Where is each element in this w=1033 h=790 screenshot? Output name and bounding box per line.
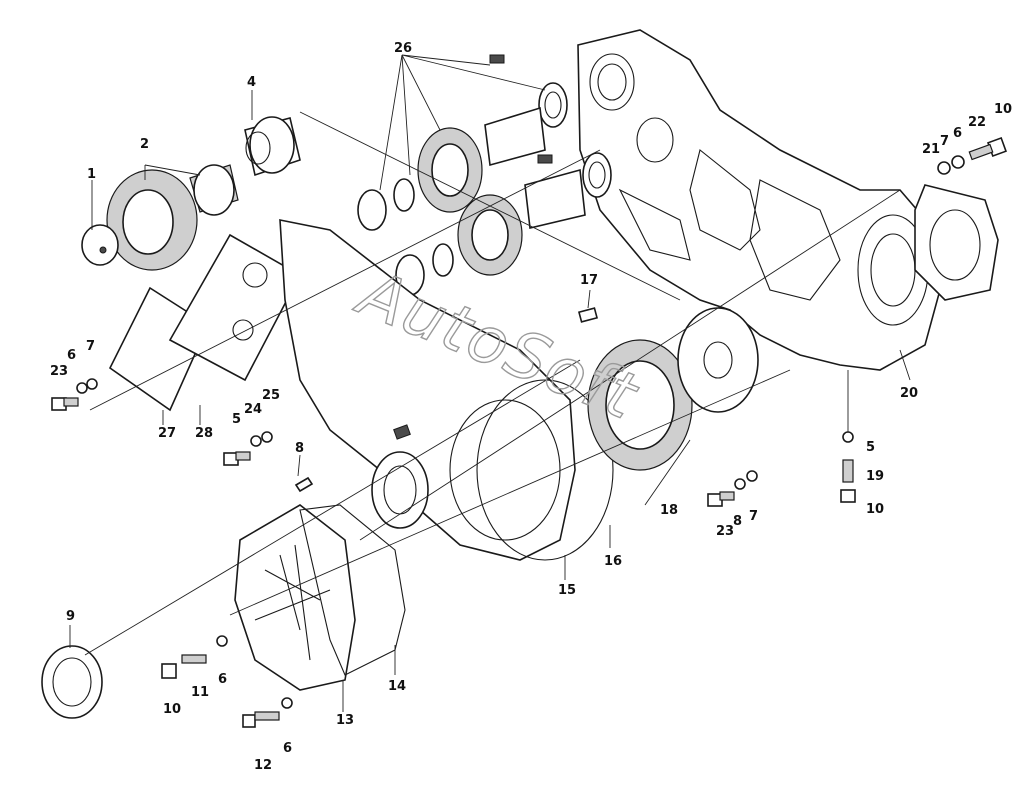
callout-6-bottom-2: 6	[283, 741, 292, 756]
callout-15: 15	[558, 583, 576, 598]
callout-10-bottom: 10	[163, 702, 181, 717]
callout-24: 24	[244, 402, 262, 417]
gasket-16	[476, 379, 614, 561]
bolt-set-top-right	[937, 137, 1007, 175]
callout-7-top: 7	[940, 134, 949, 149]
callout-7-left: 7	[86, 339, 95, 354]
callout-6-top: 6	[953, 126, 962, 141]
bolt-set-5-24-25	[223, 431, 273, 466]
callout-8-right: 8	[733, 514, 742, 529]
callout-2: 2	[140, 137, 149, 152]
gasket-14	[299, 504, 406, 676]
callout-9: 9	[66, 609, 75, 624]
callout-4: 4	[247, 75, 256, 90]
callout-labels: 26 4 2 1 21 7 6 22 10 17 23 6 7 5 24 25 …	[50, 41, 1012, 773]
front-cover-13	[234, 504, 356, 691]
callout-8-center: 8	[295, 441, 304, 456]
callout-5-right: 5	[866, 440, 875, 455]
callout-1: 1	[87, 167, 96, 182]
main-housing	[577, 29, 941, 371]
end-cover-21	[914, 184, 999, 301]
callout-6-left: 6	[67, 348, 76, 363]
callout-16: 16	[604, 554, 622, 569]
pin-17	[577, 307, 599, 323]
callout-19: 19	[866, 469, 884, 484]
bolt-set-10-11-6	[161, 635, 228, 679]
callout-22: 22	[968, 115, 986, 130]
callout-28: 28	[195, 426, 213, 441]
gear-train	[357, 54, 612, 296]
callout-26: 26	[394, 41, 412, 56]
bolt-set-23-8-7	[707, 470, 758, 507]
callout-21: 21	[922, 142, 940, 157]
callout-10-top: 10	[994, 102, 1012, 117]
callout-7-right: 7	[749, 509, 758, 524]
callout-18: 18	[660, 503, 678, 518]
callout-5-left: 5	[232, 412, 241, 427]
stud-8	[294, 424, 411, 493]
leader-lines	[69, 54, 911, 712]
callout-25: 25	[262, 388, 280, 403]
callout-20: 20	[900, 386, 918, 401]
callout-6-bottom: 6	[218, 672, 227, 687]
callout-13: 13	[336, 713, 354, 728]
oil-seal-9	[41, 645, 103, 719]
bolt-set-12-6	[242, 697, 293, 728]
callout-17: 17	[580, 273, 598, 288]
idler-gear-18	[587, 307, 759, 471]
callout-12: 12	[254, 758, 272, 773]
callout-11: 11	[191, 685, 209, 700]
gear-assembly-left	[81, 116, 301, 271]
callout-10-right: 10	[866, 502, 884, 517]
callout-14: 14	[388, 679, 406, 694]
callout-23-left: 23	[50, 364, 68, 379]
bolt-set-left	[51, 378, 98, 411]
callout-23-right: 23	[716, 524, 734, 539]
bolt-set-19-10	[840, 431, 856, 503]
timing-case	[279, 219, 576, 561]
callout-27: 27	[158, 426, 176, 441]
